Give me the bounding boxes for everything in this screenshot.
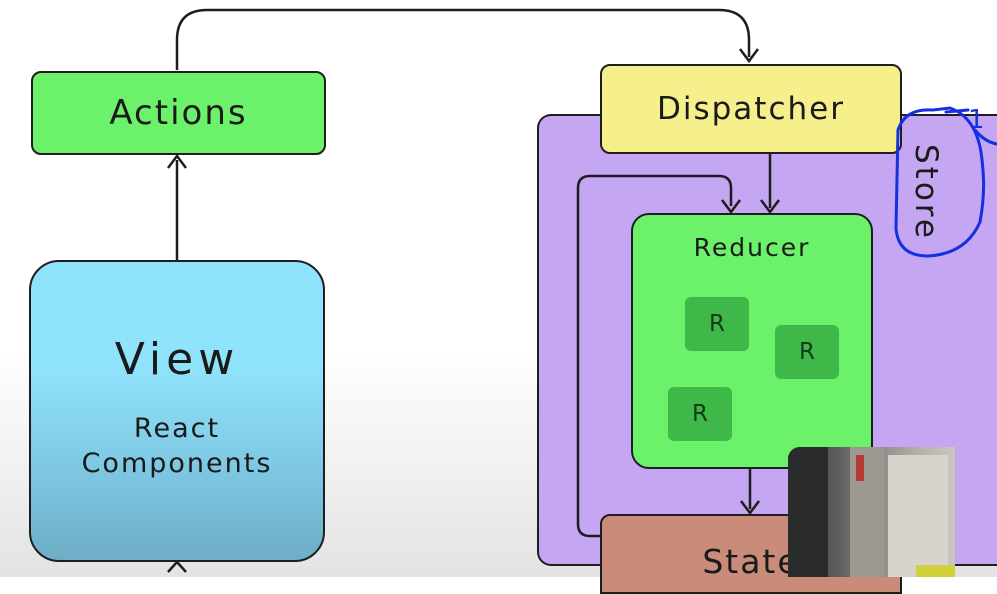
reducer-chip: R [685, 297, 749, 351]
reducer-chip: R [668, 387, 732, 441]
view-to-actions-arrowhead [167, 153, 187, 169]
bottom-incoming-arrowhead [167, 560, 187, 573]
view-box: View React Components [29, 260, 325, 562]
webcam-overlay [788, 447, 955, 577]
dispatcher-label: Dispatcher [657, 91, 845, 127]
view-subtitle-line-1: React [133, 413, 221, 444]
view-title: View [114, 334, 240, 385]
actions-box: Actions [31, 71, 326, 155]
actions-to-dispatcher-arrowhead [739, 48, 759, 64]
reducer-chip: R [775, 325, 839, 379]
dispatcher-box: Dispatcher [600, 64, 902, 154]
actions-to-dispatcher-arrow [175, 8, 751, 70]
view-subtitle-line-2: Components [81, 448, 273, 479]
reducer-label: Reducer [693, 233, 811, 262]
flux-diagram: Store Actions Dispatcher View React Comp… [29, 8, 997, 594]
view-subtitle: React Components [82, 411, 273, 481]
annotation-dash [944, 108, 970, 114]
actions-label: Actions [109, 93, 248, 133]
state-label: State [702, 542, 800, 581]
store-label: Store [908, 143, 944, 241]
